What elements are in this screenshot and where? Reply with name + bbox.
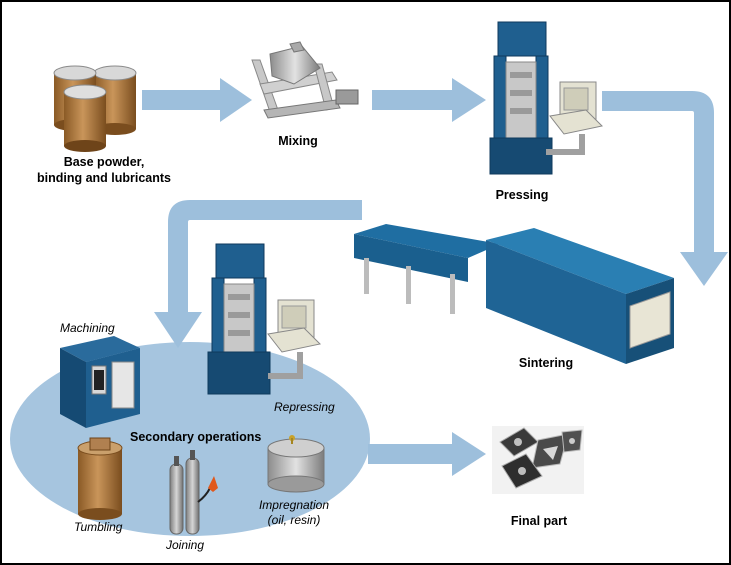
arrow-mixing-to-pressing [372, 78, 486, 122]
label-mixing: Mixing [278, 134, 318, 148]
gas-cylinders-icon [169, 450, 218, 535]
sintering-furnace-icon [354, 224, 674, 364]
arrow-pressing-to-sintering [602, 91, 728, 286]
arrow-secondary-to-final [368, 432, 486, 476]
label-joining: Joining [166, 538, 205, 552]
label-base-powder-line1: Base powder, [63, 155, 145, 169]
label-tumbling: Tumbling [74, 520, 123, 534]
label-final-part: Final part [510, 514, 568, 528]
label-base-powder: Base powder, binding and lubricants [37, 155, 171, 186]
label-machining: Machining [60, 321, 115, 335]
label-sintering: Sintering [518, 356, 574, 370]
machining-center-icon [60, 336, 140, 428]
label-impregnation-line2: (oil, resin) [267, 513, 321, 527]
label-pressing: Pressing [495, 188, 549, 202]
flow-arrows [142, 78, 728, 476]
label-base-powder-line2: binding and lubricants [36, 170, 172, 185]
tumbling-drum-icon [77, 437, 123, 520]
arrow-powder-to-mixing [142, 78, 252, 122]
final-part-inserts-icon [492, 426, 584, 494]
powder-barrels-icon [53, 65, 137, 152]
label-repressing: Repressing [274, 400, 335, 414]
mixer-icon [251, 41, 359, 119]
repress-machine-icon [207, 243, 322, 395]
impregnation-tank-icon [267, 435, 325, 493]
label-impregnation: Impregnation (oil, resin) [259, 498, 329, 528]
arrow-sintering-to-secondary [154, 200, 362, 348]
label-secondary-operations: Secondary operations [130, 430, 262, 444]
label-impregnation-line1: Impregnation [258, 498, 330, 512]
press-machine-icon [489, 21, 604, 175]
